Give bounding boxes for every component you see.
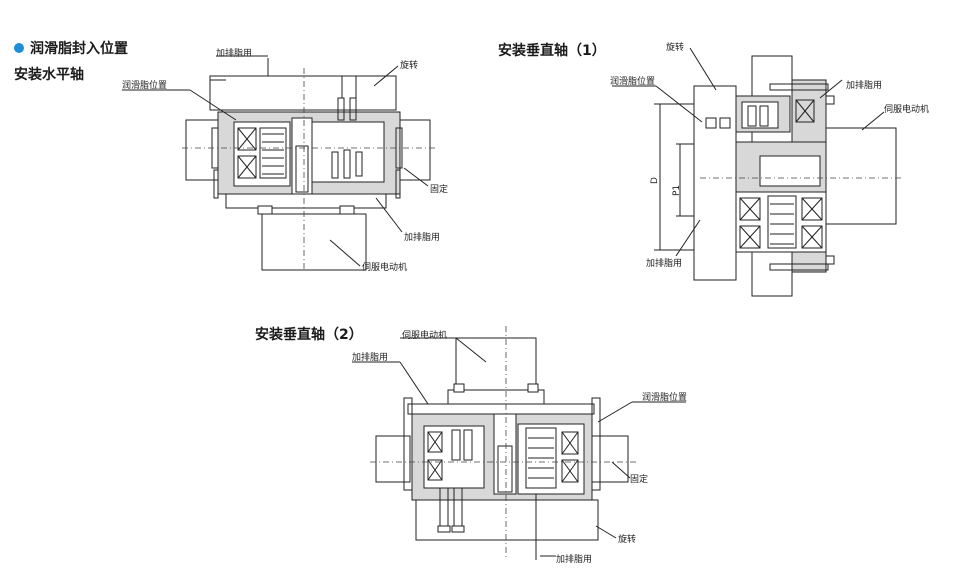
vertical-install-2-heading: 安装垂直轴（2） xyxy=(255,327,363,343)
d1-servo-motor-label: 伺服电动机 xyxy=(362,263,408,273)
d2-dimension-d-label: D xyxy=(650,177,660,184)
vertical-install-1-heading: 安装垂直轴（1） xyxy=(498,43,606,59)
horizontal-install-heading: 安装水平轴 xyxy=(14,67,84,83)
d2-add-drain-grease-label-bottom: 加排脂用 xyxy=(646,259,683,269)
d2-servo-motor-label: 伺服电动机 xyxy=(884,105,930,115)
d3-add-drain-grease-label-bottom: 加排脂用 xyxy=(556,555,593,565)
bullet-dot-icon xyxy=(14,43,24,53)
d2-add-drain-grease-label-top: 加排脂用 xyxy=(846,81,883,91)
d1-fixed-label: 固定 xyxy=(430,185,449,195)
lube-position-text: 润滑脂封入位置 xyxy=(30,41,128,57)
d1-add-drain-grease-label-top: 加排脂用 xyxy=(216,49,253,59)
d2-lube-position-label: 润滑脂位置 xyxy=(610,77,656,87)
lube-position-heading: 润滑脂封入位置 xyxy=(14,38,128,58)
vertical-axis-2-drawing xyxy=(352,326,686,560)
d3-servo-motor-label: 伺服电动机 xyxy=(402,331,448,341)
vertical-axis-1-drawing xyxy=(612,47,904,297)
d3-lube-position-label: 润滑脂位置 xyxy=(642,393,688,403)
d2-rotate-label: 旋转 xyxy=(666,43,685,53)
horizontal-axis-drawing xyxy=(122,55,436,271)
d1-add-drain-grease-label-bottom: 加排脂用 xyxy=(404,233,441,243)
d1-lube-position-label: 润滑脂位置 xyxy=(122,81,168,91)
d3-add-drain-grease-label-top: 加排脂用 xyxy=(352,353,389,363)
d2-dimension-p1-label: P1 xyxy=(672,184,682,196)
d1-rotate-label: 旋转 xyxy=(400,61,419,71)
d3-fixed-label: 固定 xyxy=(630,475,649,485)
d3-rotate-label: 旋转 xyxy=(618,535,637,545)
